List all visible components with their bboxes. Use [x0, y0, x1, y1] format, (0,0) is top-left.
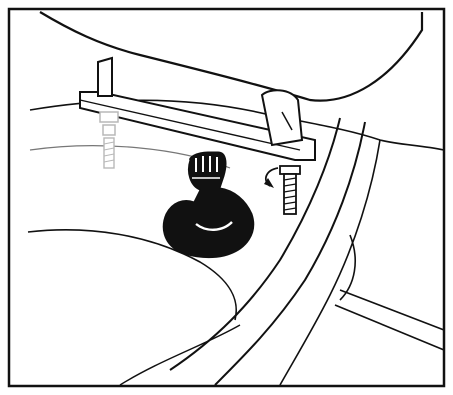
hinge-bar-edge [79, 99, 301, 151]
hinge-block-detail [281, 111, 293, 131]
floor-line-lower [334, 304, 445, 351]
faded-left-bolt [99, 111, 119, 169]
rotate-arrow-icon [264, 167, 279, 188]
flexed-arm-strength-icon [162, 151, 255, 259]
floor-line-upper [339, 289, 445, 331]
bowl-front-curve [119, 324, 241, 386]
hinge-right-block [260, 89, 304, 147]
toilet-tank-outline [39, 11, 424, 102]
hinge-left-upright [97, 56, 113, 97]
right-hinge-bolt [279, 165, 301, 215]
seat-edge-outer [214, 121, 366, 386]
base-curve [339, 234, 356, 301]
seat-edge-far [279, 139, 381, 386]
